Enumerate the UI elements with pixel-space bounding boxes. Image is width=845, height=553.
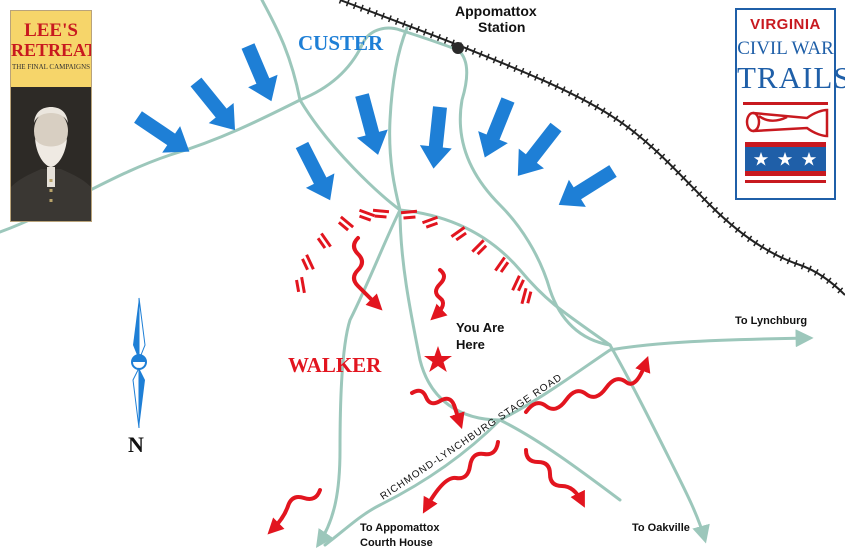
- station-label: Appomattox: [455, 3, 537, 19]
- station-label-2: Station: [478, 19, 525, 35]
- road-southeast: [498, 418, 622, 502]
- union-arrow: [419, 106, 452, 169]
- virginia-civil-war-trails-logo: VIRGINIA CIVIL WAR TRAILS: [735, 8, 845, 200]
- union-arrow: [190, 77, 236, 131]
- road-north-top: [388, 26, 409, 212]
- retreat-arrow: [352, 236, 383, 311]
- north-label: N: [128, 432, 144, 457]
- inset-title-box: LEE'S RETREAT THE FINAL CAMPAIGNS: [11, 11, 91, 87]
- to-courthouse-label-2: Courth House: [360, 537, 433, 549]
- bugle-flag-icon: [743, 102, 829, 183]
- retreat-arrow: [430, 268, 448, 321]
- union-arrow: [558, 165, 617, 207]
- retreat-arrow: [410, 388, 465, 430]
- inset-subtitle: THE FINAL CAMPAIGNS: [11, 63, 91, 71]
- station-dot: [452, 42, 464, 54]
- logo-virginia: VIRGINIA: [750, 16, 821, 33]
- union-arrow: [478, 97, 515, 158]
- lees-retreat-inset: LEE'S RETREAT THE FINAL CAMPAIGNS: [10, 10, 92, 222]
- road-stage-lower: [323, 418, 502, 547]
- you-are-here-label-2: Here: [456, 337, 485, 352]
- retreat-arrow: [524, 448, 585, 508]
- road-east: [608, 343, 710, 544]
- inset-title-bottom: RETREAT: [11, 40, 92, 60]
- custer-label: CUSTER: [298, 31, 384, 55]
- retreat-arrow: [422, 440, 500, 514]
- union-arrow: [241, 43, 278, 102]
- retreat-arrows: [267, 236, 651, 535]
- confederate-line: [295, 208, 533, 305]
- road-center: [398, 208, 502, 422]
- logo-trails: TRAILS: [737, 60, 845, 95]
- road-west-spur: [315, 208, 402, 548]
- you-are-here-label: You Are: [456, 320, 504, 335]
- railroad: [338, 0, 845, 298]
- to-oakville-label: To Oakville: [632, 522, 690, 534]
- walker-label: WALKER: [288, 353, 382, 377]
- road-northwest-spur: [260, 0, 302, 102]
- retreat-arrow: [524, 355, 651, 414]
- inset-title-top: LEE'S: [24, 20, 78, 41]
- road-west: [0, 26, 402, 234]
- general-portrait-image: [11, 87, 91, 221]
- to-lynchburg-label: To Lynchburg: [735, 315, 807, 327]
- logo-civil-war: CIVIL WAR: [737, 38, 834, 59]
- union-arrow: [355, 93, 388, 155]
- union-arrows: [134, 43, 617, 207]
- road-north-main: [298, 98, 402, 212]
- union-arrow: [134, 111, 190, 153]
- union-arrow: [295, 141, 335, 201]
- to-courthouse-label: To Appomattox: [360, 522, 440, 534]
- you-are-here-star: [424, 346, 452, 372]
- road-ridge: [398, 208, 612, 347]
- stage-road-label: RICHMOND-LYNCHBURG STAGE ROAD: [379, 372, 565, 502]
- compass-north-icon: [131, 297, 147, 429]
- union-arrow: [517, 122, 562, 176]
- roads: [0, 0, 814, 548]
- retreat-arrow: [267, 488, 322, 535]
